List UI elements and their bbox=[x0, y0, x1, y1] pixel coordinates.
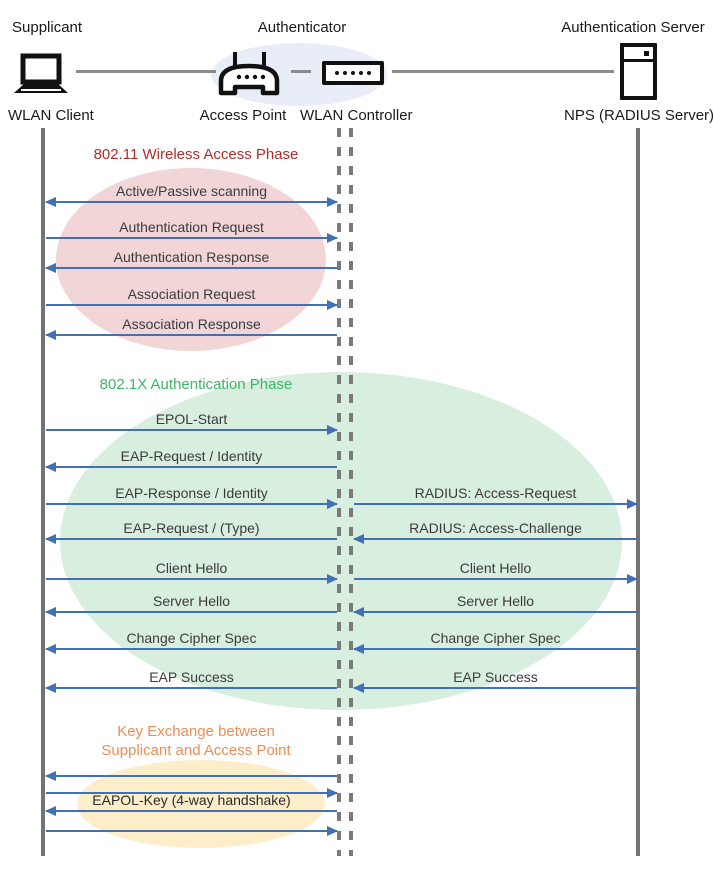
arrow-left bbox=[46, 267, 337, 269]
node-wlan-controller: WLAN Controller bbox=[300, 107, 413, 124]
message-label: EAP Success bbox=[149, 669, 234, 685]
message-client-hello-radius: Client Hello bbox=[354, 556, 637, 580]
phase-title-key-exchange: Key Exchange between Supplicant and Acce… bbox=[46, 722, 346, 760]
node-wlan-client: WLAN Client bbox=[8, 107, 94, 124]
lifeline-access-point bbox=[337, 128, 341, 856]
arrow-right bbox=[46, 304, 337, 306]
message-label: EPOL-Start bbox=[155, 411, 228, 427]
wireless-access-phase-ellipse bbox=[56, 168, 326, 351]
arrow-right bbox=[46, 429, 337, 431]
arrow-right bbox=[46, 503, 337, 505]
arrow-left bbox=[46, 334, 337, 336]
lifeline-wlan-client bbox=[41, 128, 45, 856]
message-label: Association Request bbox=[127, 286, 256, 302]
laptop-icon bbox=[13, 53, 69, 100]
node-nps-radius-server: NPS (RADIUS Server) bbox=[564, 107, 713, 124]
key-handshake-arrow-4 bbox=[46, 808, 337, 832]
role-authenticator: Authenticator bbox=[257, 19, 347, 36]
key-handshake-arrow-3 bbox=[46, 788, 337, 812]
server-icon bbox=[620, 43, 657, 100]
arrow-left bbox=[354, 687, 637, 689]
arrow-left bbox=[354, 611, 637, 613]
message-active-passive-scanning: Active/Passive scanning bbox=[46, 179, 337, 203]
phase-title-80211: 802.11 Wireless Access Phase bbox=[93, 146, 299, 163]
message-label: Active/Passive scanning bbox=[116, 183, 267, 199]
message-label: Change Cipher Spec bbox=[430, 630, 561, 646]
message-client-hello: Client Hello bbox=[46, 556, 337, 580]
message-label: EAP-Request / (Type) bbox=[123, 520, 260, 536]
message-label: RADIUS: Access-Challenge bbox=[409, 520, 582, 536]
arrow-left bbox=[46, 775, 337, 777]
message-label: Server Hello bbox=[152, 593, 231, 609]
server-panel-line bbox=[624, 47, 653, 62]
message-association-request: Association Request bbox=[46, 282, 337, 306]
message-radius-access-request: RADIUS: Access-Request bbox=[354, 481, 637, 505]
message-change-cipher-spec-radius: Change Cipher Spec bbox=[354, 626, 637, 650]
message-authentication-request: Authentication Request bbox=[46, 215, 337, 239]
message-label: Client Hello bbox=[155, 560, 228, 576]
arrow-left bbox=[46, 687, 337, 689]
message-label: EAP-Response / Identity bbox=[115, 485, 268, 501]
arrow-right bbox=[46, 792, 337, 794]
arrow-both bbox=[46, 201, 337, 203]
lifeline-nps-server bbox=[636, 128, 640, 856]
message-eap-request-identity: EAP-Request / Identity bbox=[46, 444, 337, 468]
key-handshake-arrow-1 bbox=[46, 753, 337, 777]
server-led bbox=[644, 51, 649, 56]
phase-title-key-exchange-line1: Key Exchange between bbox=[117, 723, 275, 740]
message-association-response: Association Response bbox=[46, 312, 337, 336]
message-server-hello-radius: Server Hello bbox=[354, 589, 637, 613]
node-access-point: Access Point bbox=[199, 107, 287, 124]
arrow-left bbox=[46, 538, 337, 540]
message-label: Server Hello bbox=[456, 593, 535, 609]
role-supplicant: Supplicant bbox=[12, 19, 83, 36]
arrow-right bbox=[354, 578, 637, 580]
message-label: Client Hello bbox=[459, 560, 532, 576]
message-eap-success-radius: EAP Success bbox=[354, 665, 637, 689]
role-authentication-server: Authentication Server bbox=[561, 19, 705, 36]
message-label: Authentication Request bbox=[119, 219, 264, 235]
key-handshake-arrow-2 bbox=[46, 770, 337, 794]
arrow-left bbox=[354, 648, 637, 650]
message-epol-start: EPOL-Start bbox=[46, 407, 337, 431]
message-authentication-response: Authentication Response bbox=[46, 245, 337, 269]
arrow-left bbox=[46, 466, 337, 468]
arrow-right bbox=[46, 237, 337, 239]
message-eap-success: EAP Success bbox=[46, 665, 337, 689]
access-point-icon bbox=[216, 50, 280, 101]
phase-title-8021x: 802.1X Authentication Phase bbox=[99, 376, 293, 393]
arrow-left bbox=[46, 648, 337, 650]
message-radius-access-challenge: RADIUS: Access-Challenge bbox=[354, 516, 637, 540]
wlan-controller-icon bbox=[322, 61, 384, 85]
connector-line bbox=[392, 70, 614, 73]
phase-title-key-exchange-line2: Supplicant and Access Point bbox=[101, 742, 291, 759]
connector-dash bbox=[291, 70, 311, 73]
lifeline-wlan-controller bbox=[349, 128, 353, 856]
message-change-cipher-spec: Change Cipher Spec bbox=[46, 626, 337, 650]
arrow-left bbox=[354, 538, 637, 540]
key-exchange-label: EAPOL-Key (4-way handshake) bbox=[92, 792, 291, 808]
message-label: EAP Success bbox=[453, 669, 538, 685]
message-label: Association Response bbox=[122, 316, 261, 332]
arrow-left bbox=[46, 611, 337, 613]
arrow-right bbox=[46, 578, 337, 580]
message-label: Authentication Response bbox=[113, 249, 270, 265]
connector-line bbox=[76, 70, 216, 73]
arrow-right bbox=[354, 503, 637, 505]
message-eap-response-identity: EAP-Response / Identity bbox=[46, 481, 337, 505]
message-server-hello: Server Hello bbox=[46, 589, 337, 613]
message-label: Change Cipher Spec bbox=[126, 630, 257, 646]
arrow-left bbox=[46, 810, 337, 812]
arrow-right bbox=[46, 830, 337, 832]
message-label: EAP-Request / Identity bbox=[120, 448, 263, 464]
message-eap-request-type: EAP-Request / (Type) bbox=[46, 516, 337, 540]
message-label: RADIUS: Access-Request bbox=[414, 485, 577, 501]
